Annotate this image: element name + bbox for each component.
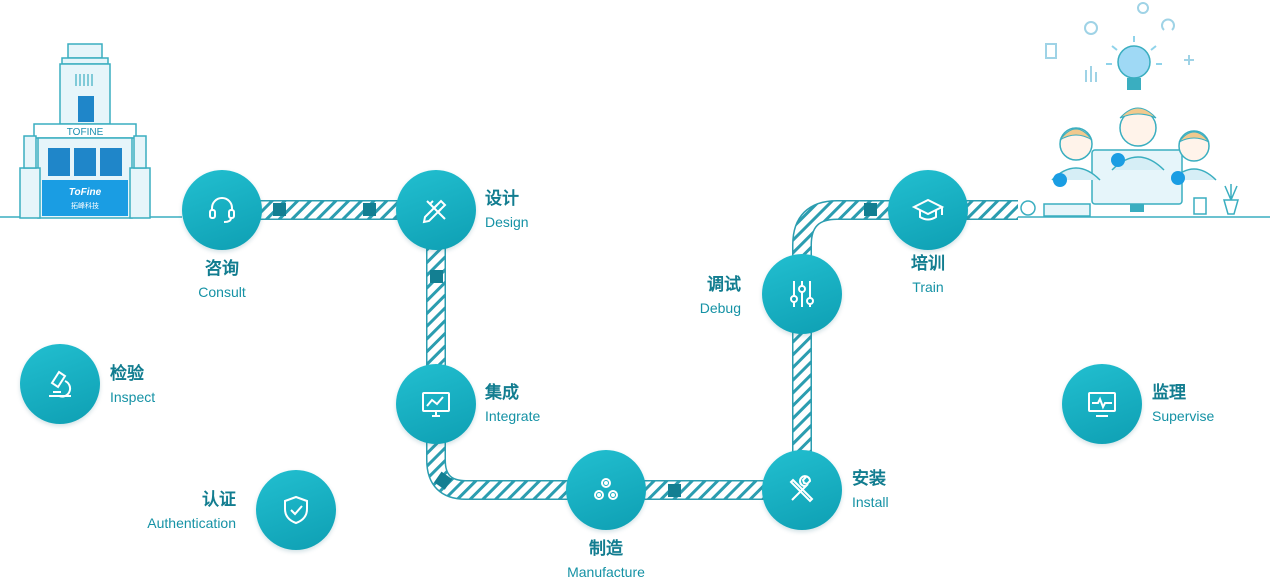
manufacture-node[interactable] — [566, 450, 646, 530]
inspect-node[interactable] — [20, 344, 100, 424]
design-node[interactable] — [396, 170, 476, 250]
microscope-icon — [49, 370, 72, 398]
track-marker — [430, 270, 443, 283]
training-team-illustration — [1020, 2, 1239, 217]
gears-icon — [594, 478, 618, 500]
heartbeat-monitor-icon — [1088, 392, 1116, 417]
hatched-track — [222, 200, 1018, 500]
install-node[interactable] — [762, 450, 842, 530]
integrate-node[interactable] — [396, 364, 476, 444]
sliders-icon — [790, 281, 814, 307]
graduation-cap-icon — [911, 198, 945, 221]
pencil-ruler-icon — [422, 199, 447, 224]
track-marker — [434, 471, 453, 490]
supervise-node[interactable] — [1062, 364, 1142, 444]
track-marker — [363, 203, 376, 216]
monitor-chart-icon — [422, 392, 450, 417]
consult-node[interactable] — [182, 170, 262, 250]
tools-icon — [789, 475, 814, 503]
building-subtitle: 拓峰科技 — [71, 201, 99, 210]
track-markers — [273, 203, 877, 497]
shield-check-icon — [284, 495, 308, 525]
headset-icon — [209, 197, 235, 223]
building-logo: ToFine — [69, 187, 102, 198]
debug-node[interactable] — [762, 254, 842, 334]
track-marker — [273, 203, 286, 216]
company-building-illustration: TOFINE ToFine 拓峰科技 — [19, 43, 151, 219]
authentication-node[interactable] — [256, 470, 336, 550]
track-marker — [864, 203, 877, 216]
train-node[interactable] — [888, 170, 968, 250]
building-sign: TOFINE — [67, 127, 104, 138]
track-marker — [668, 484, 681, 497]
lightbulb-icon — [1106, 36, 1162, 90]
